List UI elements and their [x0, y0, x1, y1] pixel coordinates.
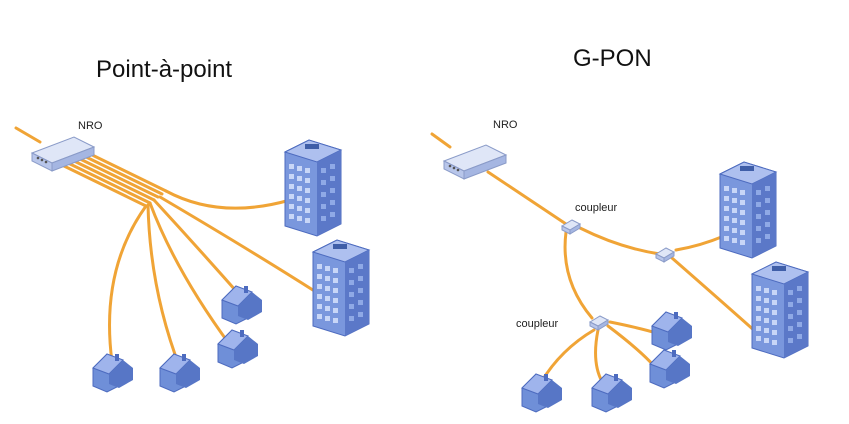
fiber-to-house-4 [148, 201, 232, 347]
incoming-fiber [14, 126, 42, 144]
coupler-label-2: coupleur [516, 318, 559, 330]
house-icon [521, 373, 563, 413]
house-icon [649, 349, 691, 389]
fiber-to-building-1 [674, 234, 726, 252]
nro-device-icon [443, 144, 507, 180]
fiber-to-house-2 [146, 203, 182, 370]
house-icon [92, 353, 134, 393]
building-icon [719, 161, 777, 259]
fiber-to-building-1 [164, 189, 292, 210]
nro-label-left: NRO [78, 120, 103, 132]
fiber-to-building-2 [158, 195, 318, 294]
building-icon [751, 261, 809, 359]
house-icon [651, 311, 693, 351]
building-icon [284, 139, 342, 237]
nro-label-right: NRO [493, 119, 518, 131]
fiber-to-building-2 [670, 256, 758, 334]
house-icon [591, 373, 633, 413]
trunk-fiber [486, 170, 568, 226]
fiber-bundle [62, 149, 168, 208]
fiber-to-coupler-2 [563, 230, 594, 320]
gpon-diagram: NRO coupleur coupleur [430, 119, 809, 413]
point-to-point-diagram: NRO [14, 120, 370, 393]
incoming-fiber [430, 132, 452, 149]
building-icon [312, 239, 370, 337]
gpon-title: G-PON [573, 45, 652, 72]
house-icon [159, 353, 201, 393]
point-to-point-title: Point-à-point [96, 56, 233, 83]
house-icon [221, 285, 263, 325]
coupler-icon [655, 247, 675, 263]
fiber-to-house-3 [152, 198, 246, 302]
fiber-to-coupler-3 [578, 226, 662, 256]
fiber-to-house-1 [108, 204, 148, 364]
coupler-label-1: coupleur [575, 202, 618, 214]
fiber-to-house [538, 328, 596, 386]
